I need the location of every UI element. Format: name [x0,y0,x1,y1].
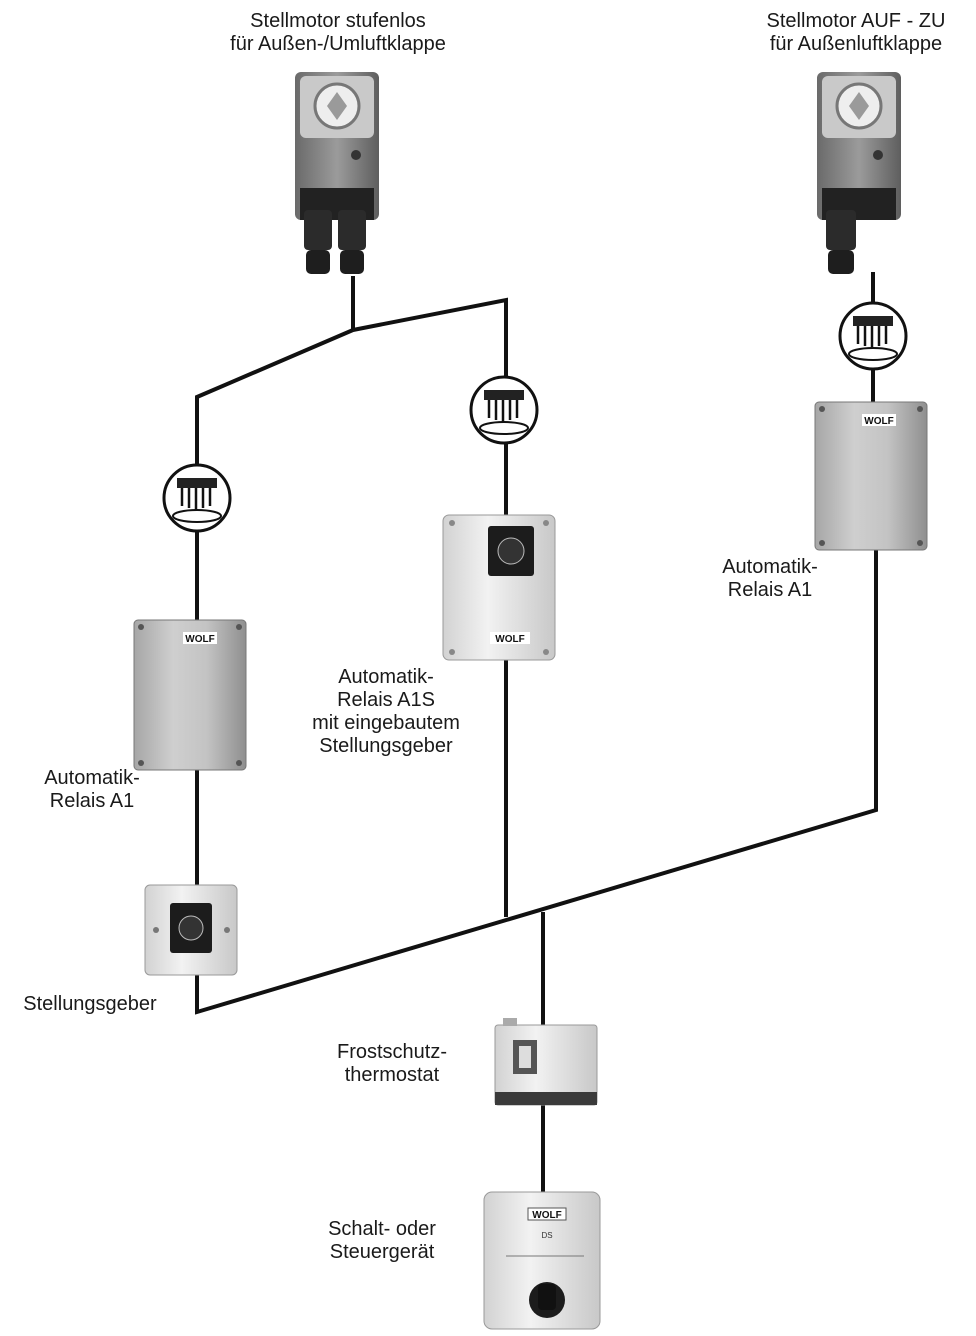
wolf-logo: WOLF [532,1210,561,1221]
label-relais-a1s: Automatik- Relais A1S mit eingebautem St… [312,666,460,757]
plug-connector-icon-center [469,375,539,445]
label-motor-stufenlos: Stellmotor stufenlos für Außen-/Umluftkl… [230,10,446,55]
relais-a1s-box: WOLF [442,514,556,661]
stellungsgeber-box [144,884,238,976]
label-motor-auf-zu: Stellmotor AUF - ZU für Außenluftklappe [766,10,946,55]
label-frostschutz: Frostschutz- thermostat [336,1041,448,1086]
schalt-code: DS [541,1231,552,1240]
wire-stellungsgeber-to-bus [195,548,878,1015]
wire-center-branch [352,297,508,385]
wire-left-branch [195,328,354,468]
plug-connector-icon-right [838,301,908,371]
relais-a1-right-box: WOLF [814,401,928,551]
frostschutz-box [494,1018,598,1106]
motor-auf-zu [817,72,901,274]
label-relais-a1-left: Automatik- Relais A1 [44,767,140,812]
schaltgeraet-box: WOLF DS [483,1191,601,1330]
wolf-logo: WOLF [864,416,893,427]
relais-a1-left-box: WOLF [133,619,247,771]
label-stellungsgeber: Stellungsgeber [23,993,157,1015]
label-schaltgeraet: Schalt- oder Steuergerät [328,1218,436,1263]
wolf-logo: WOLF [495,634,524,645]
wiring-lines [195,272,878,1192]
label-relais-a1-right: Automatik- Relais A1 [722,556,818,601]
plug-connector-icon-left [162,463,232,533]
wolf-logo: WOLF [185,634,214,645]
motor-stufenlos [295,72,379,274]
